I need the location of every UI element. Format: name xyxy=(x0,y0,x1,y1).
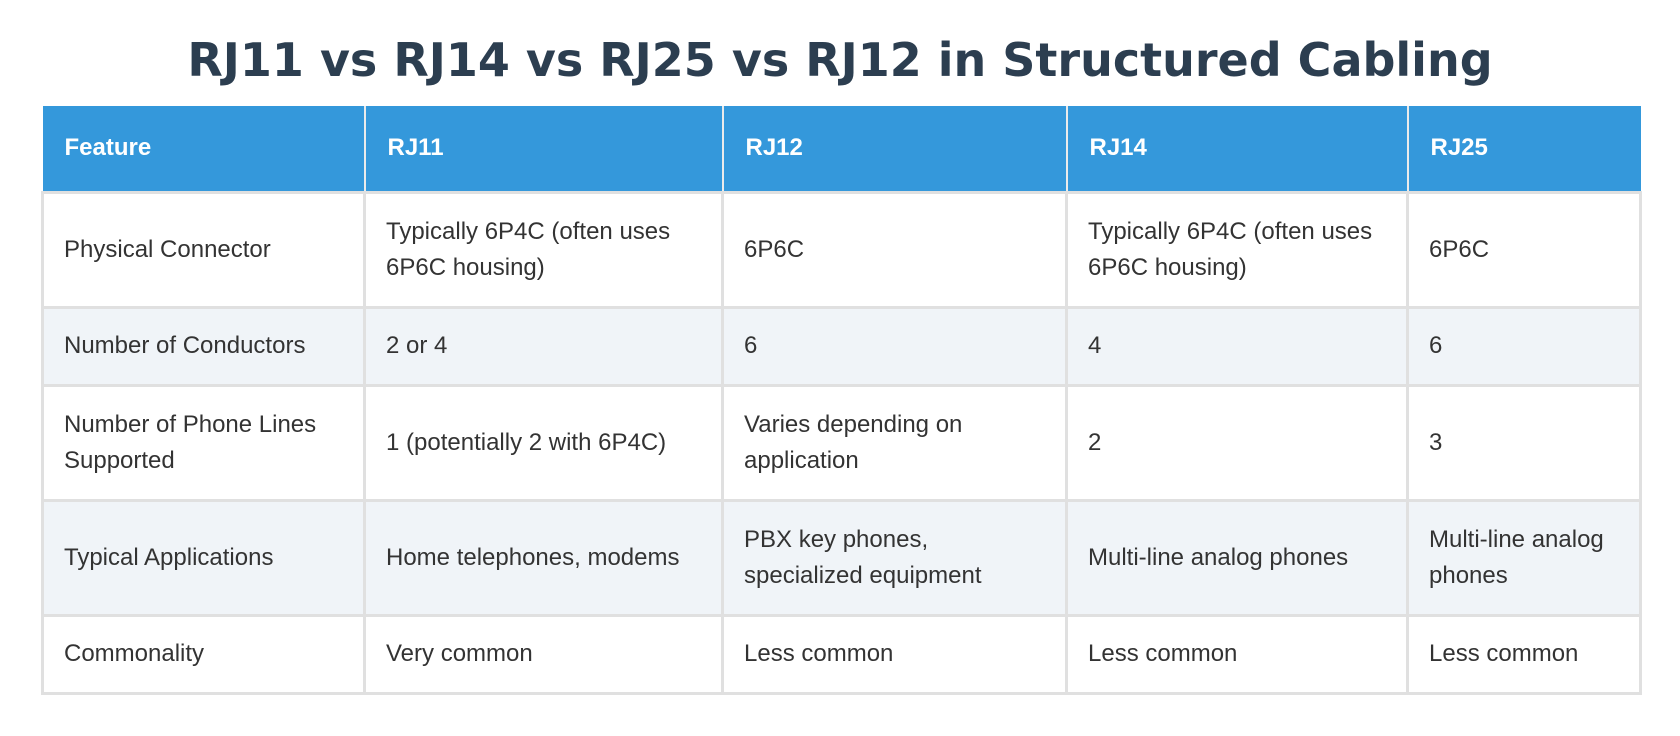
header-rj11: RJ11 xyxy=(363,106,724,193)
table-cell: Multi-line analog phones xyxy=(1406,498,1642,617)
row-label: Number of Conductors xyxy=(41,305,366,387)
table-cell: Typically 6P4C (often uses 6P6C housing) xyxy=(1065,190,1409,309)
table-cell: 1 (potentially 2 with 6P4C) xyxy=(363,383,724,502)
header-rj12: RJ12 xyxy=(721,106,1068,193)
table-cell: Less common xyxy=(1406,613,1642,695)
row-label: Typical Applications xyxy=(41,498,366,617)
table-row: Number of Conductors 2 or 4 6 4 6 xyxy=(41,305,1642,387)
table-header-row: Feature RJ11 RJ12 RJ14 RJ25 xyxy=(42,106,1641,193)
table-row: Number of Phone Lines Supported 1 (poten… xyxy=(41,383,1642,502)
header-rj25: RJ25 xyxy=(1406,106,1641,193)
table-cell: 3 xyxy=(1406,383,1642,502)
table-cell: 6P6C xyxy=(1406,190,1642,309)
table-cell: Varies depending on application xyxy=(721,383,1068,502)
table-row: Physical Connector Typically 6P4C (often… xyxy=(41,190,1642,309)
table-row: Typical Applications Home telephones, mo… xyxy=(41,498,1642,617)
table-cell: Very common xyxy=(363,613,724,695)
table-cell: Less common xyxy=(1065,613,1409,695)
header-feature: Feature xyxy=(42,106,366,193)
table-cell: PBX key phones, specialized equipment xyxy=(721,498,1068,617)
table-cell: 6 xyxy=(721,305,1068,387)
page-title: RJ11 vs RJ14 vs RJ25 vs RJ12 in Structur… xyxy=(187,33,1493,87)
row-label: Number of Phone Lines Supported xyxy=(41,383,366,502)
table-cell: Typically 6P4C (often uses 6P6C housing) xyxy=(363,190,724,309)
row-label: Commonality xyxy=(41,613,366,695)
comparison-table: Feature RJ11 RJ12 RJ14 RJ25 Physical Con… xyxy=(41,106,1642,695)
table-cell: 4 xyxy=(1065,305,1409,387)
row-label: Physical Connector xyxy=(41,190,366,309)
table-cell: Multi-line analog phones xyxy=(1065,498,1409,617)
table-cell: Home telephones, modems xyxy=(363,498,724,617)
table-cell: 6 xyxy=(1406,305,1642,387)
table-cell: 6P6C xyxy=(721,190,1068,309)
table-cell: 2 xyxy=(1065,383,1409,502)
table-cell: 2 or 4 xyxy=(363,305,724,387)
table-cell: Less common xyxy=(721,613,1068,695)
header-rj14: RJ14 xyxy=(1065,106,1409,193)
table-row: Commonality Very common Less common Less… xyxy=(41,613,1642,695)
